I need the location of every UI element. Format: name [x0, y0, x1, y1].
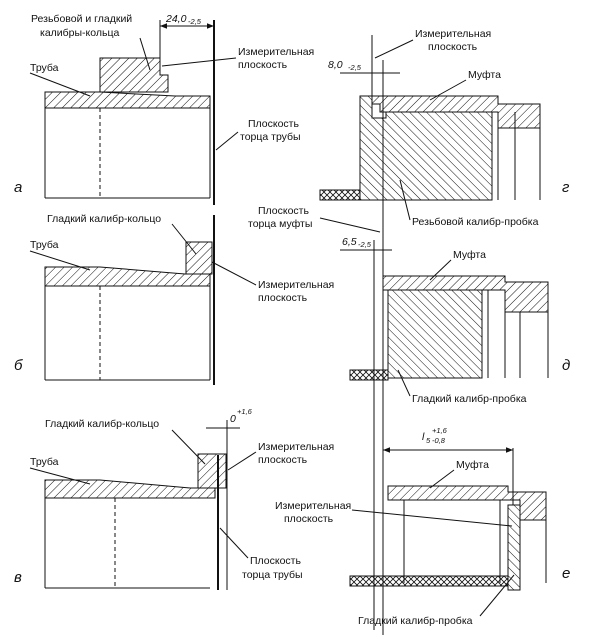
plain-plug-gauge — [507, 504, 521, 591]
panel-d: 6,5 -2,5 Плоскость торца муфты Муфта Гла… — [248, 205, 570, 630]
end-plane-label-1: Плоскость — [248, 118, 299, 130]
panel-letter: д — [562, 357, 570, 374]
plug-base — [319, 189, 361, 201]
dim-value: 8,0 — [328, 59, 343, 71]
coupling-end-label-1: Плоскость — [258, 205, 309, 217]
pipe-label: Труба — [30, 62, 59, 74]
pipe-wall — [44, 91, 211, 109]
measure-plane-label-1: Измерительная — [238, 46, 314, 58]
panel-a: 24,0 -2,5 Резьбовой и гладкий калибры-ко… — [14, 13, 314, 205]
dim-value: 24,0 — [165, 13, 187, 25]
coupling-wall — [382, 275, 549, 313]
gauge-leader — [171, 429, 206, 465]
end-plane-label-2: торца трубы — [240, 131, 301, 143]
pipe-wall — [44, 479, 216, 499]
panel-letter: в — [14, 569, 22, 586]
coupling-leader — [429, 259, 452, 281]
gauge-leader — [479, 574, 515, 617]
pipe-wall — [44, 266, 211, 287]
measure-plane-leader — [161, 57, 237, 67]
gauge-leader — [171, 223, 197, 255]
pipe-leader — [29, 72, 91, 97]
panel-letter: е — [562, 565, 570, 582]
panel-b: Гладкий калибр-кольцо Труба Измерительна… — [14, 213, 334, 385]
panel-e: l 5 +1,6 -0,8 Муфта Измерительная плоско… — [275, 426, 570, 627]
dim-l-sup: +1,6 — [432, 426, 448, 435]
plug-base — [349, 575, 509, 587]
gauge-label-2: калибры-кольца — [40, 27, 119, 39]
measure-plane-label-1: Измерительная — [415, 28, 491, 40]
coupling-label: Муфта — [453, 249, 486, 261]
pipe-outline — [44, 270, 210, 381]
panel-g: 8,0 -2,5 Измерительная плоскость Муфта Р… — [319, 28, 570, 635]
panel-v: 0 +1,6 Гладкий калибр-кольцо Труба Измер… — [14, 407, 334, 590]
plug-base — [349, 369, 389, 381]
thread-plug-gauge — [359, 95, 493, 201]
dim-value: 0 — [230, 413, 236, 425]
ring-gauge — [99, 57, 169, 93]
panel-letter: б — [14, 357, 23, 374]
plain-plug-gauge — [387, 289, 483, 379]
pipe-outline — [44, 95, 210, 199]
pipe-label: Труба — [30, 239, 59, 251]
gauge-leader — [399, 179, 411, 221]
measure-plane-leader — [351, 509, 513, 527]
gauge-label: Гладкий калибр-пробка — [412, 393, 527, 405]
measure-plane-label-2: плоскость — [258, 454, 308, 466]
coupling-end-leader — [319, 217, 381, 233]
measure-plane-label-2: плоскость — [258, 292, 308, 304]
ring-gauge — [197, 453, 227, 489]
gauge-label: Гладкий калибр-пробка — [358, 615, 473, 627]
dim-l: l — [422, 431, 425, 443]
end-plane-leader — [215, 131, 239, 151]
coupling-wall — [387, 485, 547, 521]
dim-tolerance: -2,5 — [348, 63, 362, 72]
coupling-leader — [429, 469, 455, 489]
dim-tolerance: -2,5 — [358, 240, 372, 249]
measure-plane-leader — [211, 261, 257, 286]
end-plane-leader — [219, 527, 249, 559]
dim-value: 6,5 — [342, 236, 357, 248]
panel-letter: а — [14, 179, 22, 196]
coupling-label: Муфта — [468, 69, 501, 81]
measure-plane-label-2: плоскость — [428, 41, 478, 53]
gauge-label: Гладкий калибр-кольцо — [45, 418, 159, 430]
gauge-label-1: Резьбовой и гладкий — [31, 13, 132, 25]
panel-letter: г — [562, 179, 570, 196]
dim-tolerance: +1,6 — [237, 407, 253, 416]
measure-plane-label-1: Измерительная — [258, 279, 334, 291]
measure-plane-label-2: плоскость — [284, 513, 334, 525]
pipe-leader — [29, 250, 91, 271]
gauge-label: Резьбовой калибр-пробка — [412, 216, 539, 228]
measure-plane-leader — [374, 39, 414, 59]
pipe-leader — [29, 467, 91, 485]
end-plane-label-2: торца трубы — [242, 569, 303, 581]
measure-plane-label-1: Измерительная — [258, 441, 334, 453]
gauge-label: Гладкий калибр-кольцо — [47, 213, 161, 225]
measure-plane-label-2: плоскость — [238, 59, 288, 71]
gauge-leader — [139, 37, 151, 71]
dim-l-sub: 5 — [426, 436, 431, 445]
coupling-leader — [429, 79, 467, 101]
gauge-leader — [397, 369, 411, 397]
dim-tolerance: -2,5 — [188, 17, 202, 26]
coupling-end-label-2: торца муфты — [248, 218, 312, 230]
end-plane-label-1: Плоскость — [250, 555, 301, 567]
pipe-outline — [44, 483, 210, 589]
dim-l-low: -0,8 — [432, 436, 446, 445]
measure-plane-leader — [227, 451, 257, 471]
pipe-label: Труба — [30, 456, 59, 468]
coupling-label: Муфта — [456, 459, 489, 471]
measure-plane-label-1: Измерительная — [275, 500, 351, 512]
